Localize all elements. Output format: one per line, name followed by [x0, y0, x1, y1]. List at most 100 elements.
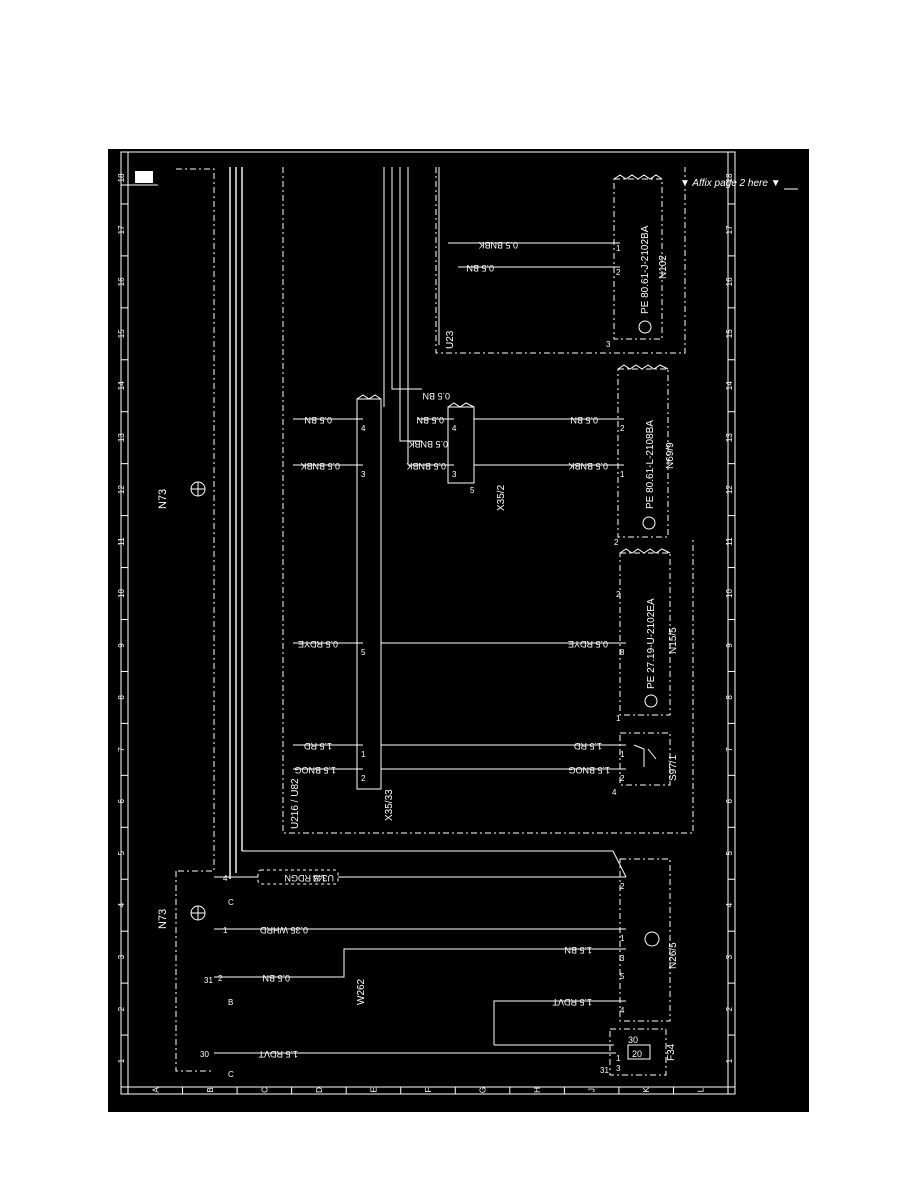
svg-text:0.5 BNBK: 0.5 BNBK [406, 461, 446, 471]
grid-col-left-15: 15 [117, 329, 126, 338]
grid-col-right-15: 15 [725, 329, 734, 338]
svg-text:2: 2 [620, 882, 625, 891]
svg-text:1.5 RD: 1.5 RD [573, 741, 602, 751]
grid-col-left-11: 11 [117, 537, 126, 546]
grid-col-right-1: 1 [725, 1058, 734, 1063]
svg-text:B: B [228, 998, 233, 1007]
svg-text:2: 2 [614, 538, 619, 547]
svg-text:4: 4 [612, 788, 617, 797]
svg-text:2: 2 [361, 774, 366, 783]
svg-text:1: 1 [620, 470, 625, 479]
svg-text:1: 1 [616, 714, 621, 723]
grid-col-right-13: 13 [725, 433, 734, 442]
grid-col-left-7: 7 [117, 747, 126, 752]
x35-33-label: X35/33 [384, 789, 395, 821]
grid-row-E: E [369, 1087, 378, 1092]
grid-row-K: K [642, 1087, 651, 1093]
grid-col-right-4: 4 [725, 902, 734, 907]
grid-col-left-12: 12 [117, 485, 126, 494]
svg-text:2: 2 [616, 590, 621, 599]
svg-text:0.5 BN: 0.5 BN [570, 415, 598, 425]
u23-box [435, 167, 686, 354]
affix-note: ▼ Affix page 2 here ▼ [680, 178, 781, 189]
grid-col-right-5: 5 [725, 850, 734, 855]
svg-text:2: 2 [218, 974, 223, 983]
grid-row-D: D [315, 1087, 324, 1093]
f34-fuse-icon [627, 1044, 651, 1060]
grid-col-right-3: 3 [725, 954, 734, 959]
u344-connector [257, 869, 339, 885]
x35-2-connector [447, 406, 475, 484]
svg-text:30: 30 [200, 1050, 209, 1059]
wire-label-x35-bn: 0.5 BN [304, 415, 332, 425]
grid-col-right-14: 14 [725, 381, 734, 390]
grid-row-A: A [151, 1087, 160, 1093]
grid-col-left-10: 10 [117, 589, 126, 598]
grid-col-right-6: 6 [725, 799, 734, 804]
n69-label: N69/9 [665, 442, 676, 469]
wire-label-w262: 0.5 BN [262, 973, 290, 983]
svg-text:3: 3 [606, 340, 611, 349]
svg-text:4: 4 [223, 874, 228, 883]
grid-row-C: C [260, 1087, 269, 1093]
svg-text:20: 20 [632, 1049, 642, 1059]
f34-label: F34 [666, 1043, 677, 1061]
svg-text:3: 3 [616, 1064, 621, 1073]
grid-col-right-10: 10 [725, 589, 734, 598]
svg-text:4: 4 [620, 1006, 625, 1015]
grid-col-right-9: 9 [725, 643, 734, 648]
wire-label-x35-rdye: 0.5 RDYE [298, 639, 338, 649]
grid-col-right-8: 8 [725, 695, 734, 700]
n15-sensor-icon [644, 694, 658, 708]
grid-col-left-5: 5 [117, 850, 126, 855]
svg-text:5: 5 [620, 972, 625, 981]
n73-box [176, 168, 215, 872]
svg-text:1: 1 [361, 750, 366, 759]
svg-text:0.5 BNBK: 0.5 BNBK [408, 439, 448, 449]
svg-text:5: 5 [470, 486, 475, 495]
grid-col-right-16: 16 [725, 277, 734, 286]
svg-text:0.5 BN: 0.5 BN [422, 391, 450, 401]
n102-label: N102 [658, 255, 669, 279]
u344-wire-label: 1.5 RDGN [284, 873, 326, 883]
grid-col-left-8: 8 [117, 695, 126, 700]
svg-text:0.5 BNBK: 0.5 BNBK [568, 461, 608, 471]
svg-text:3: 3 [452, 470, 457, 479]
svg-text:1.5 RDVT: 1.5 RDVT [258, 1049, 298, 1059]
grid-col-left-6: 6 [117, 799, 126, 804]
n26-box [619, 858, 671, 1022]
svg-text:0.5 RDYE: 0.5 RDYE [568, 639, 608, 649]
svg-text:8: 8 [620, 648, 625, 657]
svg-text:31: 31 [204, 976, 213, 985]
x35-2-label: X35/2 [496, 484, 507, 511]
f34-box [609, 1028, 667, 1076]
grid-col-right-18: 18 [725, 173, 734, 182]
n102-part: PE 80.61-J-2102BA [640, 225, 651, 314]
grid-col-right-7: 7 [725, 747, 734, 752]
u23-label: U23 [445, 330, 456, 349]
grid-row-F: F [424, 1087, 433, 1092]
u216-box [282, 167, 694, 834]
u216-label: U216 / U82 [290, 778, 301, 829]
n15-box [619, 552, 671, 716]
s97-box [619, 732, 671, 786]
w262-label: W262 [356, 978, 367, 1005]
svg-text:31: 31 [600, 1066, 609, 1075]
svg-text:3: 3 [620, 954, 625, 963]
n73-label-top: N73 [157, 489, 169, 509]
grid-col-left-16: 16 [117, 277, 126, 286]
wire-label-whrd: 0.35 WHRD [259, 925, 308, 935]
svg-text:5: 5 [361, 648, 366, 657]
svg-text:1: 1 [620, 934, 625, 943]
n26-sensor-icon [644, 931, 660, 947]
grid-col-left-1: 1 [117, 1058, 126, 1063]
wire-label-x35-bnog: 1.5 BNOG [294, 765, 336, 775]
grid-col-right-17: 17 [725, 225, 734, 234]
grid-col-right-11: 11 [725, 537, 734, 546]
svg-text:C: C [228, 898, 234, 907]
svg-text:2: 2 [616, 268, 621, 277]
svg-text:4: 4 [361, 424, 366, 433]
svg-text:30: 30 [628, 1035, 638, 1045]
